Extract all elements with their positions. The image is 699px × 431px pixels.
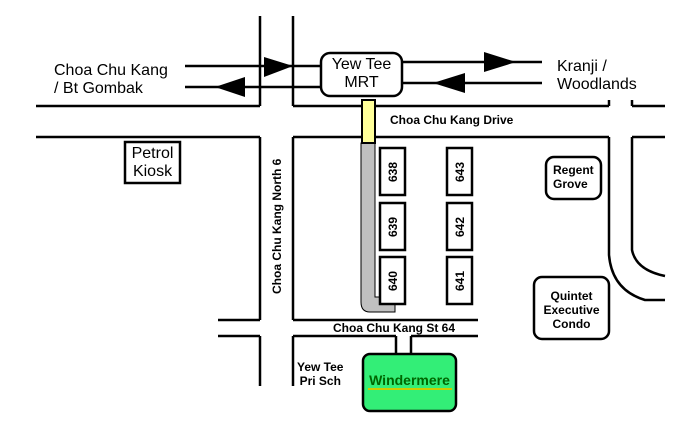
block-label-641: 641 bbox=[452, 270, 467, 291]
mrt-station-line1: Yew Tee bbox=[331, 56, 392, 73]
west-destination-line2: / Bt Gombak bbox=[54, 80, 143, 98]
block-642 bbox=[445, 201, 474, 252]
destination-label[interactable]: Windermere bbox=[369, 372, 450, 388]
mrt-station-label: Yew Tee MRT bbox=[321, 56, 402, 93]
west-destination-label: Choa Chu Kang / Bt Gombak bbox=[54, 62, 168, 99]
quintet-line2: Executive bbox=[543, 302, 600, 317]
mrt-station-line2: MRT bbox=[344, 74, 379, 92]
block-label-643: 643 bbox=[452, 161, 467, 182]
regent-grove-label: Regent Grove bbox=[553, 163, 594, 192]
block-label-638: 638 bbox=[385, 161, 400, 182]
school-line1: Yew Tee bbox=[297, 360, 344, 374]
arrow-west-icon bbox=[433, 73, 465, 93]
regent-grove-box bbox=[544, 155, 603, 201]
windermere-box[interactable] bbox=[361, 352, 458, 413]
block-641 bbox=[445, 255, 474, 306]
east-destination-line1: Kranji / bbox=[557, 58, 607, 75]
regent-line1: Regent bbox=[553, 163, 594, 177]
block-640 bbox=[378, 255, 407, 306]
east-destination-line2: Woodlands bbox=[557, 76, 637, 94]
mrt-station-box bbox=[319, 51, 404, 98]
regent-line2: Grove bbox=[553, 176, 588, 191]
arrow-east-icon bbox=[264, 57, 293, 77]
road-label-cck-north6: Choa Chu Kang North 6 bbox=[270, 158, 284, 294]
road-edge bbox=[607, 137, 665, 302]
block-639 bbox=[378, 201, 407, 252]
quintet-label: Quintet Executive Condo bbox=[534, 289, 609, 331]
quintet-line1: Quintet bbox=[550, 289, 593, 303]
school-line2: Pri Sch bbox=[299, 373, 341, 388]
school-label: Yew Tee Pri Sch bbox=[297, 360, 344, 389]
arrow-east-icon bbox=[484, 52, 516, 72]
mrt-link-bridge bbox=[361, 99, 376, 144]
quintet-box bbox=[532, 275, 611, 341]
petrol-kiosk-label: Petrol Kiosk bbox=[125, 145, 180, 182]
road-label-cck-drive: Choa Chu Kang Drive bbox=[390, 113, 514, 127]
block-label-642: 642 bbox=[452, 216, 467, 237]
road-label-cck-st64: Choa Chu Kang St 64 bbox=[333, 321, 456, 335]
east-destination-label: Kranji / Woodlands bbox=[557, 58, 637, 95]
block-label-640: 640 bbox=[385, 270, 400, 291]
petrol-kiosk-box bbox=[123, 140, 182, 185]
petrol-line1: Petrol bbox=[131, 145, 174, 162]
road-edge bbox=[630, 137, 666, 278]
quintet-line3: Condo bbox=[552, 316, 591, 331]
arrow-west-icon bbox=[215, 77, 245, 97]
block-label-639: 639 bbox=[385, 216, 400, 237]
block-638 bbox=[378, 146, 407, 197]
west-destination-line1: Choa Chu Kang bbox=[54, 62, 168, 79]
petrol-line2: Kiosk bbox=[132, 163, 173, 181]
block-643 bbox=[445, 146, 474, 197]
